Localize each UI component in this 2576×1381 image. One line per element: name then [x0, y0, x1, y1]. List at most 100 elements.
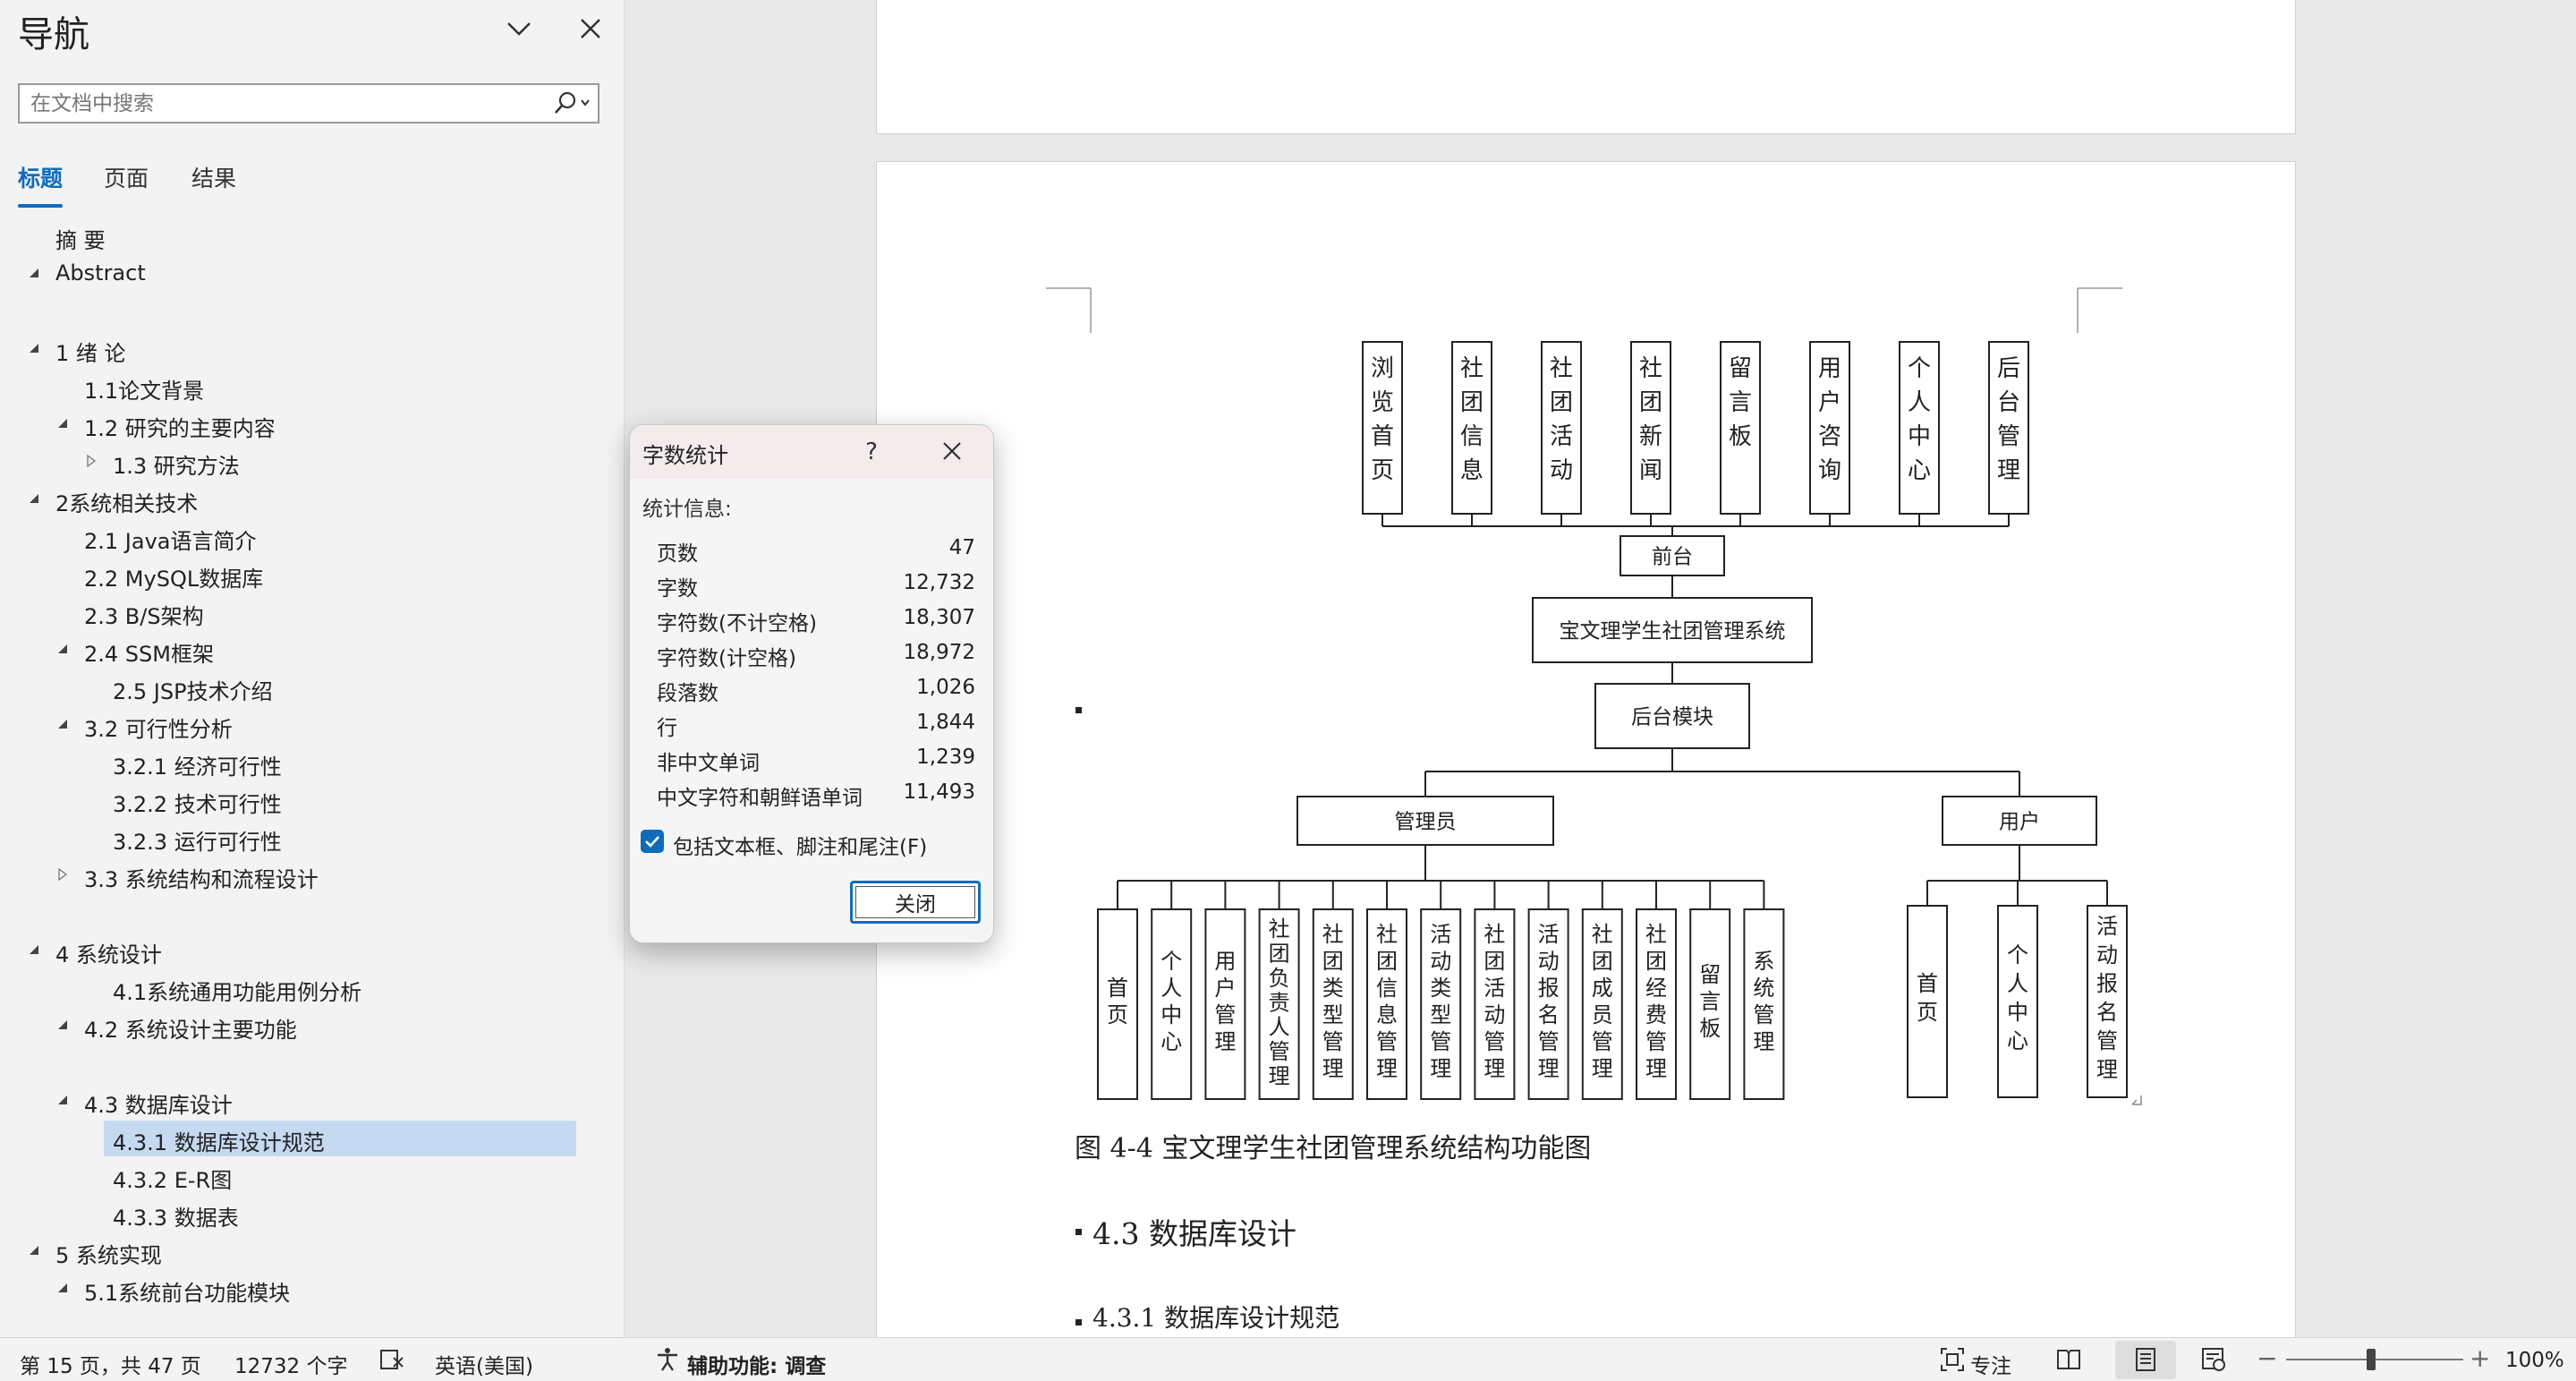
outline-item[interactable]: 2系统相关技术: [0, 482, 625, 517]
expanded-triangle-icon[interactable]: [55, 1018, 70, 1032]
status-bar: 第 15 页，共 47 页 12732 个字 英语(美国) 辅助功能: 调查 专…: [0, 1337, 2576, 1381]
outline-item-label: 5.1系统前台功能模块: [84, 1281, 291, 1306]
front-module-label: 留言板: [1729, 355, 1752, 450]
outline-item[interactable]: 4.3.1 数据库设计规范: [0, 1121, 625, 1156]
user-module-label: 首页: [1917, 971, 1938, 1025]
statistics-label: 统计信息:: [642, 498, 732, 521]
outline-item[interactable]: 3.2.1 经济可行性: [0, 745, 625, 780]
stat-value: 1,239: [916, 746, 975, 769]
search-box: [18, 83, 599, 124]
outline-item[interactable]: 1.2 研究的主要内容: [0, 406, 625, 442]
outline-item[interactable]: 4.3 数据库设计: [0, 1083, 625, 1119]
expanded-triangle-icon[interactable]: [27, 341, 41, 355]
expanded-triangle-icon[interactable]: [27, 1243, 41, 1257]
outline-item[interactable]: 3.2 可行性分析: [0, 707, 625, 743]
outline-item-label: 3.2 可行性分析: [84, 717, 233, 742]
outline-item[interactable]: 4.3.2 E-R图: [0, 1158, 625, 1194]
stat-row: 字符数(计空格)18,972: [657, 637, 975, 671]
accessibility-icon[interactable]: [653, 1345, 682, 1374]
outline-item[interactable]: 2.4 SSM框架: [0, 632, 625, 668]
zoom-level[interactable]: 100%: [2505, 1349, 2564, 1372]
expanded-triangle-icon[interactable]: [27, 942, 41, 957]
admin-module-label: 社团成员管理: [1592, 922, 1613, 1081]
front-module-label: 社团活动: [1550, 355, 1573, 484]
expanded-triangle-icon[interactable]: [55, 1093, 70, 1107]
heading-4-3: 4.3 数据库设计: [1092, 1216, 1297, 1251]
admin-module-label: 社团信息管理: [1376, 922, 1398, 1081]
outline-item-label: 4 系统设计: [55, 942, 162, 968]
outline-item[interactable]: 1 绪 论: [0, 331, 625, 367]
stat-label: 中文字符和朝鲜语单词: [657, 787, 863, 810]
zoom-in-icon[interactable]: +: [2470, 1343, 2491, 1373]
admin-module-label: 社团经费管理: [1645, 922, 1667, 1081]
expanded-triangle-icon[interactable]: [55, 1281, 70, 1295]
outline-item[interactable]: 4.1系统通用功能用例分析: [0, 970, 625, 1006]
outline-item-label: 2.2 MySQL数据库: [84, 567, 264, 592]
collapsed-triangle-icon[interactable]: [55, 867, 70, 882]
checkbox-checked-icon[interactable]: [641, 830, 664, 853]
stat-label: 字数: [657, 577, 698, 601]
focus-mode-button[interactable]: 专注: [1970, 1355, 2011, 1378]
language-indicator[interactable]: 英语(美国): [435, 1355, 533, 1378]
search-input[interactable]: [20, 85, 548, 122]
expanded-triangle-icon[interactable]: [27, 266, 41, 280]
close-icon[interactable]: [930, 434, 974, 470]
tab-headings[interactable]: 标题: [18, 161, 64, 208]
expanded-triangle-icon[interactable]: [27, 491, 41, 506]
print-layout-icon[interactable]: [2131, 1345, 2160, 1374]
admin-module-box: [1204, 908, 1246, 1100]
expanded-triangle-icon[interactable]: [55, 717, 70, 731]
document-area[interactable]: 浏览首页社团信息社团活动社团新闻留言板用户咨询个人中心后台管理前台宝文理学生社团…: [625, 0, 2576, 1337]
outline-item-label: 4.3 数据库设计: [84, 1093, 233, 1118]
outline-item[interactable]: 3.2.2 技术可行性: [0, 782, 625, 818]
expanded-triangle-icon[interactable]: [55, 642, 70, 656]
focus-icon[interactable]: [1938, 1345, 1967, 1374]
outline-item[interactable]: 2.5 JSP技术介绍: [0, 669, 625, 705]
read-mode-icon[interactable]: [2054, 1345, 2083, 1374]
outline-item[interactable]: 摘 要: [0, 218, 625, 254]
include-textboxes-checkbox[interactable]: 包括文本框、脚注和尾注(F): [641, 826, 981, 859]
search-icon[interactable]: [548, 88, 594, 120]
outline-item[interactable]: 4.3.3 数据表: [0, 1196, 625, 1232]
outline-item[interactable]: 1.3 研究方法: [0, 444, 625, 480]
outline-item-label: 2.5 JSP技术介绍: [113, 679, 273, 704]
outline-item[interactable]: 2.2 MySQL数据库: [0, 557, 625, 592]
outline-item[interactable]: 3.3 系统结构和流程设计: [0, 857, 625, 893]
outline-item[interactable]: 2.3 B/S架构: [0, 594, 625, 630]
proofing-icon[interactable]: [378, 1345, 406, 1374]
help-icon[interactable]: ?: [865, 439, 878, 465]
admin-module-label: 留言板: [1699, 962, 1721, 1041]
outline-item[interactable]: 5.1系统前台功能模块: [0, 1271, 625, 1307]
close-button[interactable]: 关闭: [850, 881, 981, 924]
outline-item[interactable]: 4.2 系统设计主要功能: [0, 1008, 625, 1044]
chevron-down-icon[interactable]: [501, 11, 537, 47]
page-corner-marks: [1046, 287, 2142, 1326]
user-box: [1942, 796, 2097, 846]
outline-item-label: 2系统相关技术: [55, 491, 199, 516]
outline-item[interactable]: 5 系统实现: [0, 1233, 625, 1269]
outline-item[interactable]: 1.1论文背景: [0, 369, 625, 405]
page-indicator[interactable]: 第 15 页，共 47 页: [20, 1355, 201, 1378]
outline-item[interactable]: 2.1 Java语言简介: [0, 519, 625, 555]
outline-item[interactable]: Abstract: [0, 256, 625, 292]
outline-item[interactable]: 3.2.3 运行可行性: [0, 820, 625, 856]
tab-results[interactable]: 结果: [191, 166, 237, 192]
outline-item-label: Abstract: [55, 260, 146, 286]
zoom-out-icon[interactable]: −: [2257, 1343, 2278, 1373]
outline-item[interactable]: 4 系统设计: [0, 933, 625, 968]
admin-module-box: [1743, 908, 1785, 1100]
outline-item-label: 2.3 B/S架构: [84, 604, 204, 629]
collapsed-triangle-icon[interactable]: [84, 454, 98, 468]
dialog-titlebar[interactable]: 字数统计 ?: [630, 425, 993, 479]
zoom-slider-thumb[interactable]: [2367, 1349, 2376, 1370]
web-layout-icon[interactable]: [2199, 1345, 2228, 1374]
user-module-label: 活动报名管理: [2096, 914, 2118, 1082]
expanded-triangle-icon[interactable]: [55, 416, 70, 430]
accessibility-status[interactable]: 辅助功能: 调查: [687, 1355, 827, 1378]
word-count-indicator[interactable]: 12732 个字: [234, 1355, 348, 1378]
close-icon[interactable]: [573, 11, 608, 47]
admin-module-box: [1474, 908, 1516, 1100]
stat-label: 非中文单词: [657, 752, 760, 775]
admin-box: [1297, 796, 1554, 846]
tab-pages[interactable]: 页面: [104, 166, 149, 192]
